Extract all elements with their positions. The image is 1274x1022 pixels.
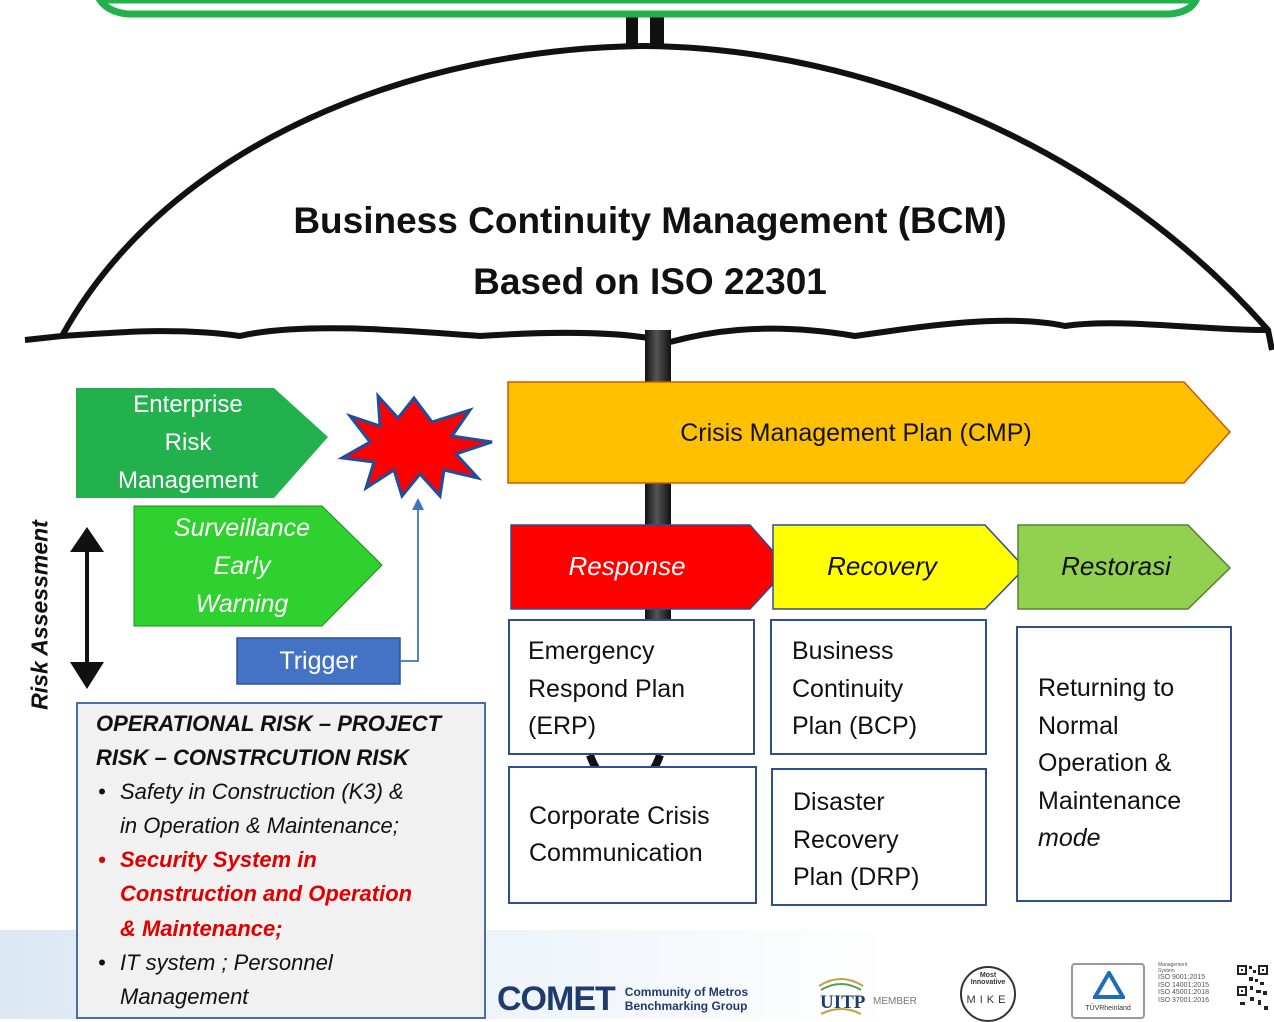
cmp-arrow: Crisis Management Plan (CMP) xyxy=(680,418,1032,447)
risk-item-safety-line2: in Operation & Maintenance; xyxy=(120,813,399,839)
trigger-box: Trigger xyxy=(279,647,358,675)
erm-arrow-shape xyxy=(76,388,328,498)
bullet-icon: • xyxy=(98,847,106,873)
risk-item-safety-line1: Safety in Construction (K3) & xyxy=(120,779,404,805)
iso-header-line1: Management xyxy=(1158,962,1188,968)
risk-box-heading: OPERATIONAL RISK – PROJECT RISK – CONSTR… xyxy=(78,704,484,775)
iso-line2: ISO 14001:2015 xyxy=(1158,981,1209,989)
drp-line3: Plan (DRP) xyxy=(793,863,920,891)
surveillance-arrow: Surveillance Early Warning xyxy=(134,507,350,625)
normal-line2: Normal xyxy=(1038,711,1119,740)
risk-item-security-line2: Construction and Operation xyxy=(120,881,413,907)
bcp-box: Business Continuity Plan (BCP) xyxy=(770,619,987,755)
ccc-line1: Corporate Crisis xyxy=(529,801,710,830)
uitp-logo: UITP MEMBER xyxy=(815,974,917,1018)
trigger-connector xyxy=(400,506,419,662)
uitp-member-tag: MEMBER xyxy=(873,995,917,1007)
normal-line1: Returning to xyxy=(1038,674,1175,703)
top-green-bar xyxy=(95,0,1200,18)
iso-certifications-text: Management System ISO 9001:2015 ISO 1400… xyxy=(1158,962,1226,1019)
normal-line4: Maintenance xyxy=(1038,786,1182,815)
bcm-title-line1: Business Continuity Management (BCM) xyxy=(293,200,1007,241)
iso-line3: ISO 45001:2018 xyxy=(1158,989,1209,997)
recovery-arrow: Recovery xyxy=(827,551,937,582)
normal-line5: mode xyxy=(1038,824,1101,853)
surveillance-arrow-shape xyxy=(133,505,383,627)
tuv-certification-logo: TÜVRheinland xyxy=(1071,963,1145,1019)
comet-tagline-line1: Community of Metros xyxy=(624,984,749,999)
risk-assessment-arrow-up xyxy=(70,527,104,552)
response-arrow-shape xyxy=(510,524,790,610)
erp-box: Emergency Respond Plan (ERP) xyxy=(508,619,755,755)
mike-badge-letters: MIKE xyxy=(966,994,1010,1006)
crisis-explosion-icon xyxy=(337,391,493,500)
risk-list: • Safety in Construction (K3) & in Opera… xyxy=(78,775,484,1014)
corporate-crisis-communication-box: Corporate Crisis Communication xyxy=(508,766,757,904)
surveillance-label-line3: Warning xyxy=(195,590,289,618)
iso-line4: ISO 37001:2016 xyxy=(1158,997,1209,1005)
mike-badge-text: Most Innovative xyxy=(970,972,1006,986)
recovery-arrow-shape xyxy=(772,524,1027,610)
drp-line1: Disaster xyxy=(793,788,885,816)
mike-award-badge: Most Innovative MIKE xyxy=(960,966,1016,1022)
risk-item-it-line1: IT system ; Personnel xyxy=(120,949,333,975)
risk-heading-line2: RISK – CONSTRCUTION RISK xyxy=(96,745,409,771)
risk-item-it: • IT system ; Personnel Management xyxy=(78,946,484,1014)
bcp-line2: Continuity xyxy=(792,674,904,703)
restorasi-arrow-shape xyxy=(1017,524,1232,610)
umbrella-shaft-middle xyxy=(645,482,671,527)
risk-item-security-line1: Security System in xyxy=(120,847,317,873)
drp-line2: Recovery xyxy=(793,825,899,854)
surveillance-label-line2: Early xyxy=(213,552,271,580)
uitp-brand: UITP xyxy=(820,992,866,1013)
erm-label-line2: Risk xyxy=(164,429,212,457)
surveillance-label-line1: Surveillance xyxy=(173,514,311,542)
cmp-arrow-shape xyxy=(507,381,1232,484)
canopy-edges xyxy=(24,329,1274,351)
bcp-line3: Plan (BCP) xyxy=(792,712,918,740)
risk-item-security: • Security System in Construction and Op… xyxy=(78,843,484,945)
risk-assessment-label: Risk Assessment xyxy=(26,520,53,710)
erp-line3: (ERP) xyxy=(528,712,597,740)
iso-line1: ISO 9001:2015 xyxy=(1158,974,1206,981)
qr-code-icon xyxy=(1236,964,1270,1019)
comet-brand: COMET xyxy=(497,980,616,1018)
bullet-icon: • xyxy=(98,949,106,975)
operational-risk-box: OPERATIONAL RISK – PROJECT RISK – CONSTR… xyxy=(76,702,486,1019)
umbrella-shaft-upper xyxy=(645,330,671,390)
erm-arrow: Enterprise Risk Management xyxy=(76,388,300,498)
iso-header-line2: System xyxy=(1158,967,1175,974)
bcp-line1: Business xyxy=(792,637,894,665)
risk-item-security-line3: & Maintenance; xyxy=(120,915,283,941)
uitp-arcs-icon xyxy=(818,978,864,1015)
erm-label-line3: Management xyxy=(117,466,259,494)
bullet-icon: • xyxy=(98,779,106,805)
bcm-title-line2: Based on ISO 22301 xyxy=(473,261,827,302)
risk-assessment-arrow-down xyxy=(70,662,104,689)
response-arrow: Response xyxy=(568,551,686,582)
erm-label-line1: Enterprise xyxy=(133,391,243,419)
risk-item-safety: • Safety in Construction (K3) & in Opera… xyxy=(78,775,484,843)
umbrella-canopy xyxy=(59,43,1271,345)
comet-logo: COMET Community of Metros Benchmarking G… xyxy=(497,982,748,1016)
ccc-line2: Communication xyxy=(529,839,703,867)
comet-tagline-line2: Benchmarking Group xyxy=(624,999,748,1013)
erp-line1: Emergency xyxy=(528,637,655,665)
risk-heading-line1: OPERATIONAL RISK – PROJECT xyxy=(96,711,442,736)
comet-tagline: Community of Metros Benchmarking Group xyxy=(625,985,748,1014)
tuv-brand: TÜVRheinland xyxy=(1085,1005,1131,1012)
tuv-triangle-icon xyxy=(1093,971,1125,999)
returning-to-normal-box: Returning to Normal Operation & Maintena… xyxy=(1016,626,1232,902)
normal-line3: Operation & xyxy=(1038,749,1172,778)
trigger-connector-arrowhead xyxy=(412,498,424,510)
risk-item-it-line2: Management xyxy=(120,983,249,1009)
erp-line2: Respond Plan xyxy=(528,674,686,703)
drp-box: Disaster Recovery Plan (DRP) xyxy=(771,768,987,906)
restorasi-arrow: Restorasi xyxy=(1061,551,1171,582)
